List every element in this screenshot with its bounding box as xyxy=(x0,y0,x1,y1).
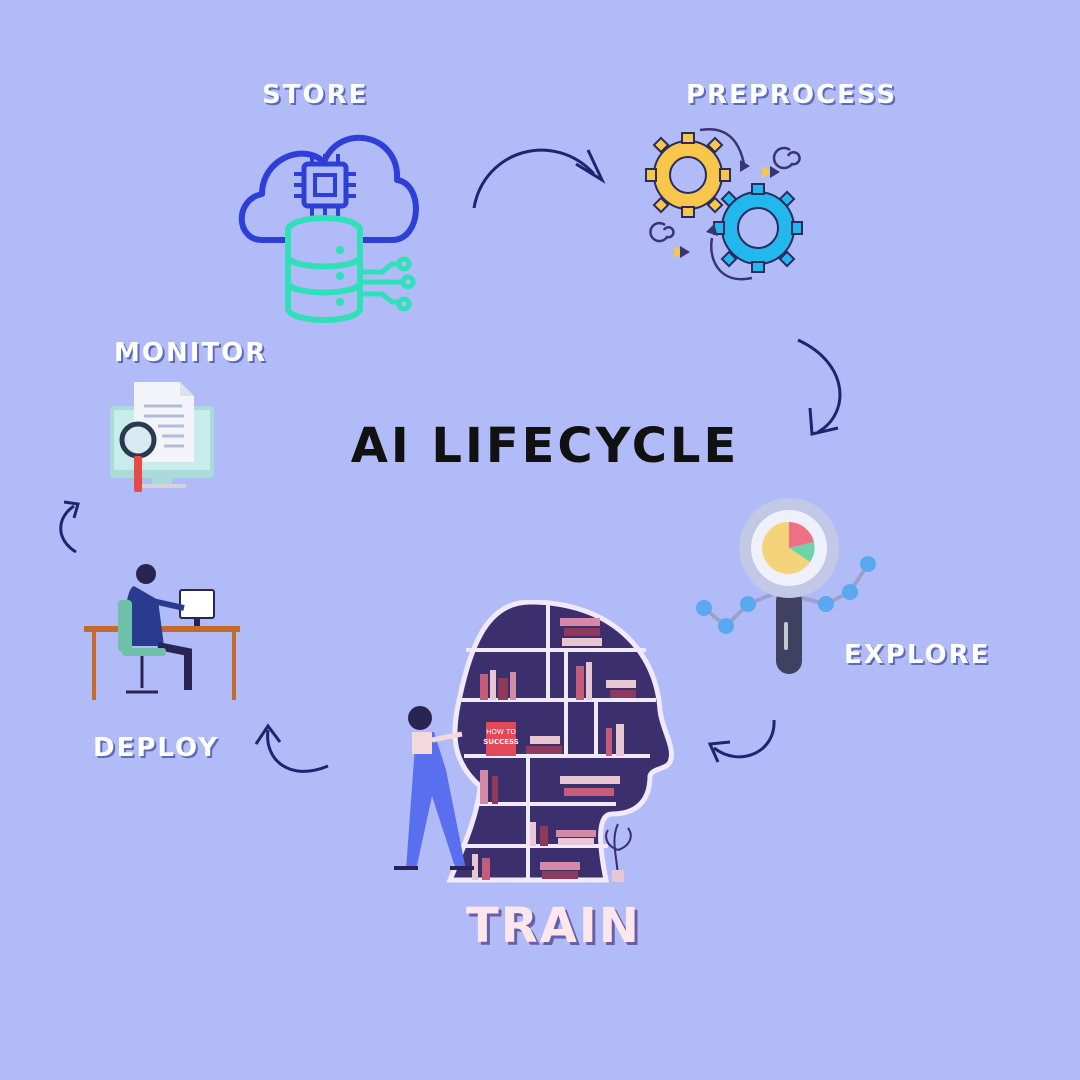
person-at-desk-icon xyxy=(84,564,240,700)
magnifier-chart-icon xyxy=(696,498,876,674)
cloud-database-icon xyxy=(238,134,419,323)
book-cover-line2: SUCCESS xyxy=(483,738,519,746)
arrow-store-to-preprocess xyxy=(472,148,606,209)
stage-label-preprocess: PREPROCESS xyxy=(686,80,898,110)
stage-label-train: TRAIN xyxy=(466,898,641,954)
arrow-preprocess-to-explore xyxy=(797,338,842,436)
arrow-deploy-to-monitor xyxy=(59,500,80,554)
gears-icon xyxy=(645,127,803,281)
stage-label-deploy: DEPLOY xyxy=(93,733,220,763)
diagram-title: AI LIFECYCLE xyxy=(350,418,740,474)
document-search-icon xyxy=(110,382,214,492)
head-library-icon: HOW TO SUCCESS xyxy=(394,600,674,883)
arrow-explore-to-train xyxy=(707,719,776,763)
arrow-train-to-deploy xyxy=(254,723,329,773)
book-cover-line1: HOW TO xyxy=(486,728,516,736)
stage-label-monitor: MONITOR xyxy=(114,338,268,368)
stage-label-store: STORE xyxy=(262,80,369,110)
stage-label-explore: EXPLORE xyxy=(844,640,991,670)
